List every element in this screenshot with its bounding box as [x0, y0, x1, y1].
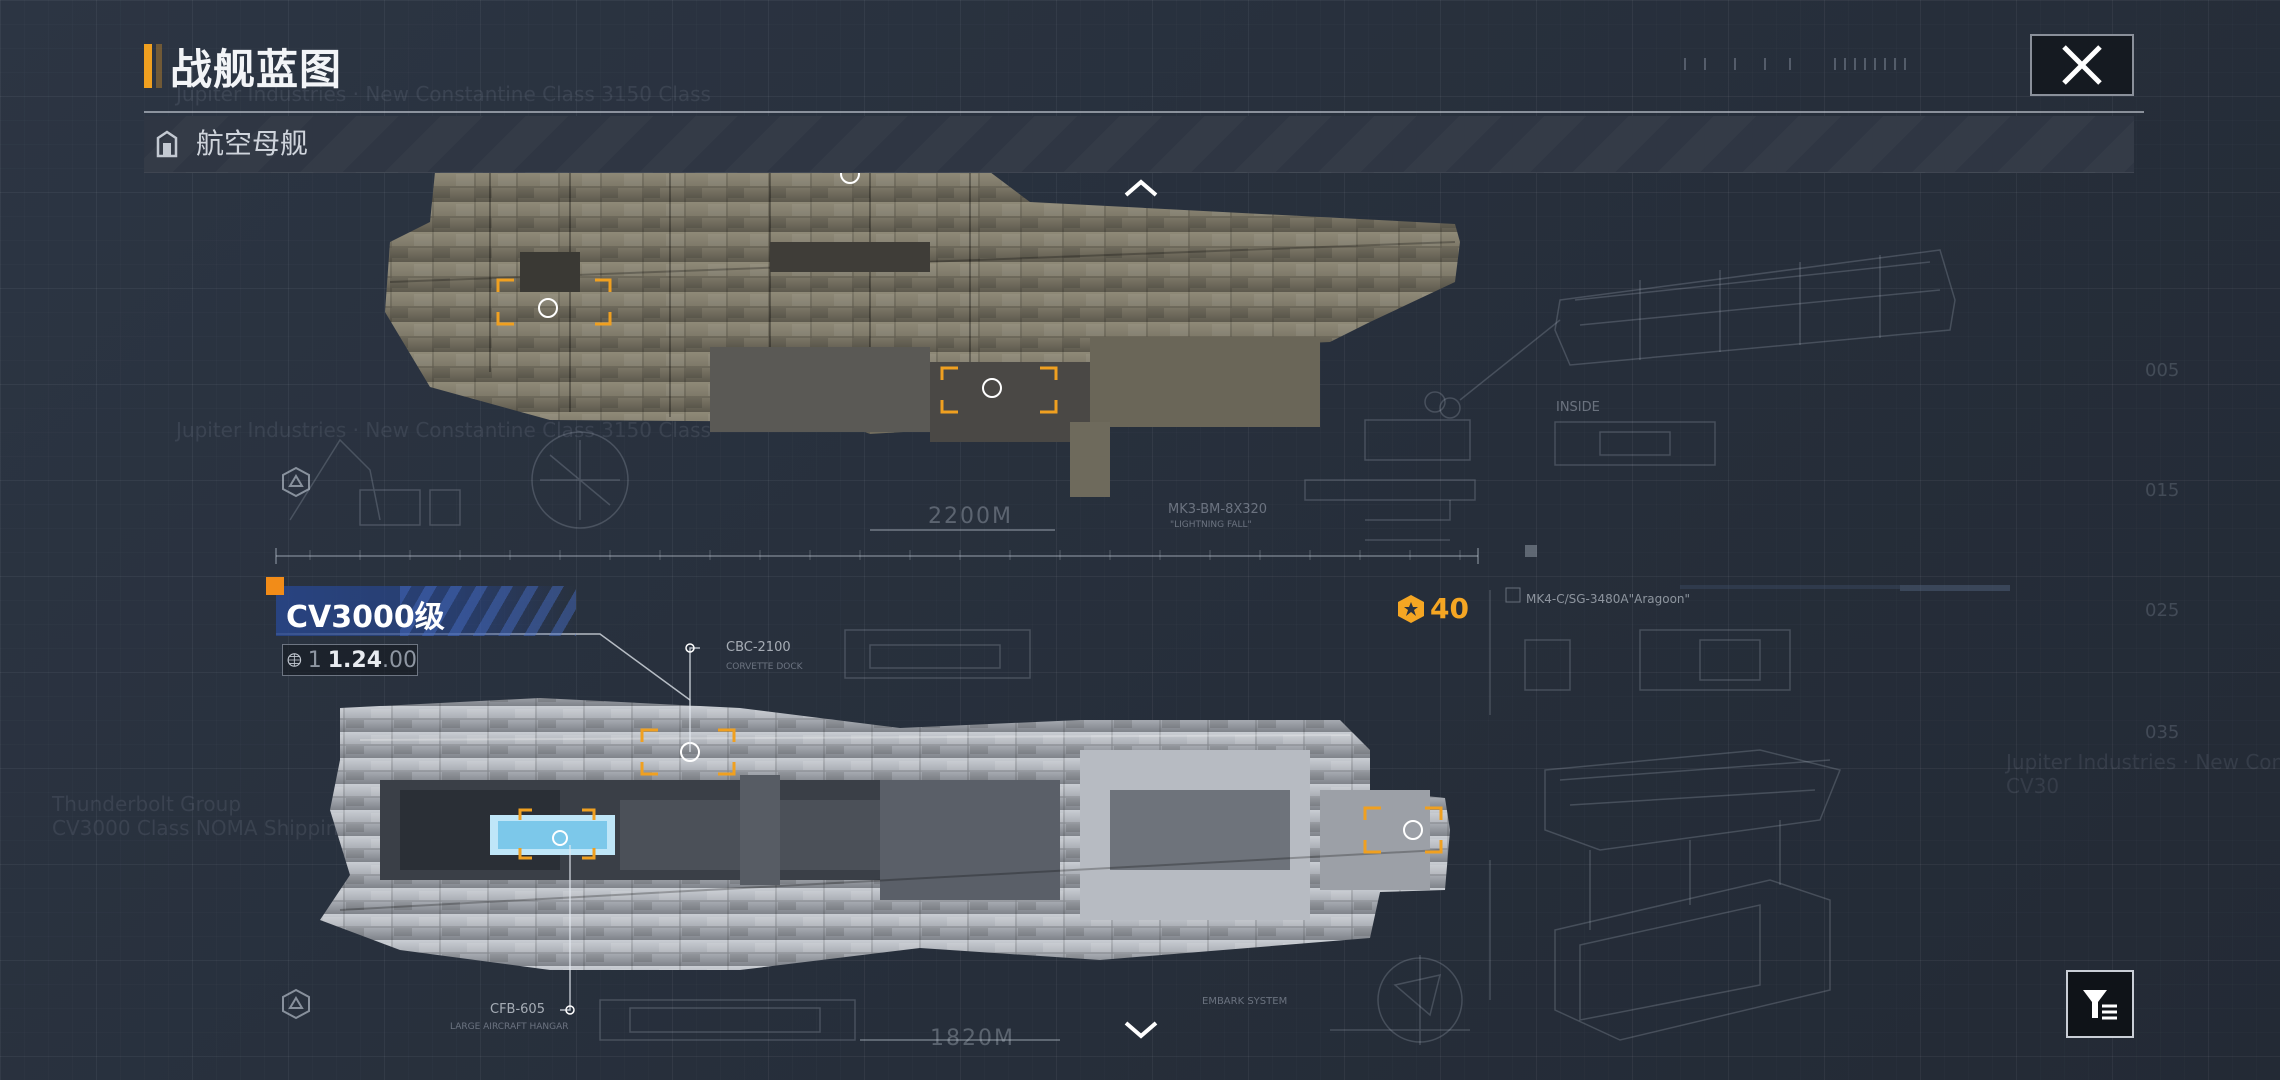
ship-scale: 1 1.24.00 — [282, 644, 418, 676]
category-bar[interactable] — [144, 116, 2134, 173]
ship-marker — [266, 577, 284, 595]
svg-text:025: 025 — [2145, 600, 2179, 621]
embark-label: EMBARK SYSTEM — [1202, 996, 1288, 1007]
filter-button[interactable] — [2066, 970, 2134, 1038]
inside-label: INSIDE — [1556, 400, 1600, 415]
page-title: 战舰蓝图 — [170, 45, 343, 94]
scale-value: 1.24 — [327, 647, 382, 673]
watermark-text: CV30 — [2006, 774, 2060, 798]
upper-module-code: MK3-BM-8X320 — [1168, 502, 1268, 517]
chevron-down-icon[interactable] — [1123, 1020, 1159, 1040]
lower-module-code: MK4-C/SG-3480A"Aragoon" — [1526, 592, 1691, 606]
lower-ship-hull — [320, 698, 1450, 970]
svg-text:015: 015 — [2145, 480, 2179, 501]
carrier-icon — [156, 130, 178, 158]
watermark-text: Jupiter Industries · New Constantine — [2006, 750, 2280, 774]
svg-text:035: 035 — [2145, 722, 2179, 743]
watermark-text: Thunderbolt Group — [52, 792, 242, 816]
rank-value: 40 — [1430, 592, 1469, 625]
callout-dock-code: CBC-2100 — [726, 640, 791, 655]
upper-ship-hull — [385, 172, 1460, 497]
chevron-up-icon[interactable] — [1123, 178, 1159, 198]
globe-icon — [287, 653, 302, 667]
title-accent — [144, 44, 152, 88]
header-divider — [144, 111, 2144, 113]
scale-decimal: .00 — [382, 647, 417, 673]
ship-label-background — [276, 586, 576, 636]
upper-ship-length: 2200M — [928, 504, 1013, 529]
callout-hangar-code: CFB-605 — [490, 1002, 545, 1017]
hex-marker-icon[interactable] — [280, 466, 312, 498]
filter-icon — [2083, 990, 2117, 1020]
callout-dock-sub: CORVETTE DOCK — [726, 662, 803, 672]
hex-marker-icon[interactable] — [280, 988, 312, 1020]
ship-name: CV3000级 — [286, 600, 445, 635]
ship-rank: 40 — [1396, 592, 1469, 625]
watermark-text: Jupiter Industries · New Constantine Cla… — [176, 82, 711, 106]
callout-hangar-sub: LARGE AIRCRAFT HANGAR — [450, 1022, 569, 1032]
category-label: 航空母舰 — [196, 127, 309, 160]
close-icon — [2062, 45, 2102, 85]
lower-ship-length: 1820M — [930, 1026, 1015, 1051]
ship-label-stripes — [400, 586, 576, 636]
rank-badge-icon — [1398, 594, 1424, 623]
svg-text:005: 005 — [2145, 360, 2179, 381]
upper-module-sub: "LIGHTNING FALL" — [1170, 520, 1252, 530]
watermark-text: Jupiter Industries · New Constantine Cla… — [176, 418, 711, 442]
title-accent — [156, 44, 162, 88]
scale-prefix: 1 — [307, 647, 322, 673]
close-button[interactable] — [2030, 34, 2134, 96]
